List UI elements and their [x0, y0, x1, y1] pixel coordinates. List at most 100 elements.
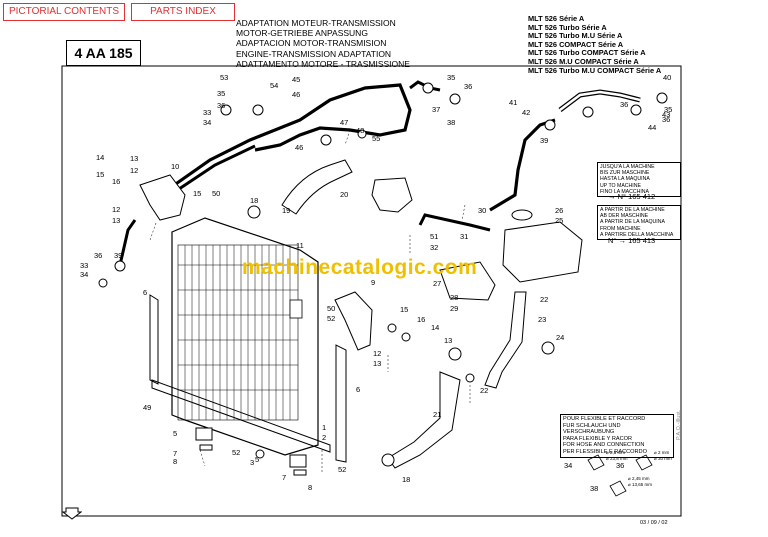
callout-number: 31 [460, 232, 468, 241]
title-de: MOTOR-GETRIEBE ANPASSUNG [236, 28, 368, 39]
callout-number: 18 [250, 196, 258, 205]
callout-number: 54 [270, 81, 278, 90]
callout-number: 7 [173, 449, 177, 458]
bracket [139, 174, 186, 221]
frame-bars [149, 294, 347, 463]
next-page-arrow-icon[interactable] [62, 506, 82, 520]
model-item: MLT 526 Turbo M.U COMPACT Série A [528, 65, 662, 75]
illustration-credit: P.A.O.-Illust. [676, 409, 682, 440]
callout-number: 33 [203, 108, 211, 117]
callout-number: 16 [417, 315, 425, 324]
radiator [171, 217, 319, 456]
note-line: A PARTIR DE LA MACHINE [600, 207, 665, 213]
callout-number: 33 [80, 261, 88, 270]
leader-lines [149, 129, 471, 472]
title-it: ADATTAMENTO MOTORE - TRASMISSIONE [236, 58, 410, 69]
model-item: MLT 526 Turbo M.U Série A [528, 31, 623, 41]
callout-number: 6 [356, 385, 360, 394]
hose-spec-label: ⌀ 2,5 mm [606, 450, 625, 455]
note-line: A PARTIRE DELLA MACCHINA [600, 231, 674, 238]
note-line: FUR SCHLAUCH UND VERSCHRAUBUNG [563, 422, 621, 436]
callout-number: 36 [620, 100, 628, 109]
tank-cap [511, 209, 533, 221]
serial-number: 165 412 [628, 192, 656, 201]
callout-number: 21 [433, 410, 441, 419]
callout-number: 36 [94, 251, 102, 260]
callout-number: 40 [663, 73, 671, 82]
callout-number: 16 [112, 177, 120, 186]
callout-number: 46 [295, 143, 303, 152]
note-line: PER FLESSIBILE E RACCORDO [563, 448, 647, 455]
print-date: 03 / 09 / 02 [640, 520, 668, 526]
callout-number: 55 [372, 134, 380, 143]
callout-number: 52 [232, 448, 240, 457]
note-line: PARA FLEXIBLE Y RACOR [563, 435, 633, 442]
model-item: MLT 526 Turbo Série A [528, 22, 607, 32]
callout-number: 32 [430, 243, 438, 252]
hose-spec-label: ⌀ 2,45 mm [628, 476, 650, 481]
callout-number: 34 [203, 118, 211, 127]
callout-number: 50 [212, 189, 220, 198]
callout-number: 48 [356, 126, 364, 135]
model-item: MLT 526 Turbo COMPACT Série A [528, 48, 646, 58]
note-line: A PARTIR DE LA MAQUINA [600, 219, 665, 226]
callout-number: 46 [292, 90, 300, 99]
callout-number: 5 [173, 429, 177, 438]
callout-number: 15 [193, 189, 201, 198]
model-item: MLT 526 Série A [528, 14, 585, 23]
hose-spec-icons: ⌀ 2,5 mm⌀ 23,8 mm⌀ 2 mm⌀ 30 mm⌀ 2,45 mm⌀… [587, 450, 672, 497]
callout-number: 2 [322, 433, 326, 442]
note-line: JUSQU'A LA MACHINE [600, 164, 655, 170]
callout-number: 35 [447, 73, 455, 82]
title-en: ENGINE-TRANSMISSION ADAPTATION [236, 48, 392, 59]
callout-number: 15 [96, 170, 104, 179]
model-item: MLT 526 COMPACT Série A [528, 39, 624, 49]
pipe [118, 219, 137, 266]
callout-number: 13 [373, 359, 381, 368]
note-line: FOR HOSE AND CONNECTION [563, 442, 645, 449]
callout-number: 27 [433, 279, 441, 288]
hose-line [169, 83, 412, 190]
callout-number: 24 [556, 333, 564, 342]
callout-number: 52 [338, 465, 346, 474]
hose-spec-label: ⌀ 30 mm [654, 456, 672, 461]
callout-number: 35 [664, 105, 672, 114]
lower-hose [484, 291, 527, 389]
callout-number: 36 [464, 82, 472, 91]
callout-number: 22 [540, 295, 548, 304]
callout-number: 42 [522, 108, 530, 117]
note-line: HASTA LA MAQUINA [600, 176, 650, 183]
pictorial-contents-button[interactable]: PICTORIAL CONTENTS [3, 3, 125, 21]
hose-line [169, 144, 256, 197]
callout-number: 3 [250, 458, 254, 467]
callout-number: 49 [143, 403, 151, 412]
hose-spec-label: ⌀ 2 mm [654, 450, 669, 455]
callout-number: 26 [555, 206, 563, 215]
callout-number: 20 [340, 190, 348, 199]
note-line: FROM MACHINE [600, 225, 641, 232]
callout-number: 18 [402, 475, 410, 484]
note-up-to-machine: JUSQU'A LA MACHINE BIS ZUR MASCHINE HAST… [597, 162, 681, 198]
callout-number: 14 [96, 153, 104, 162]
callout-number: 29 [450, 304, 458, 313]
callout-number: 28 [450, 293, 458, 302]
callout-number: 45 [292, 75, 300, 84]
title-es: ADAPTACION MOTOR-TRANSMISION [236, 38, 387, 49]
callout-number: 41 [509, 98, 517, 107]
title-fr: ADAPTATION MOTEUR-TRANSMISSION [236, 18, 396, 28]
serial-number: 165 413 [628, 236, 656, 245]
parts-index-button[interactable]: PARTS INDEX [131, 3, 235, 21]
pipe [418, 213, 491, 232]
bottom-hose [387, 371, 461, 469]
callout-number: 34 [80, 270, 88, 279]
callout-number: 36 [616, 461, 624, 470]
callout-number: 52 [327, 314, 335, 323]
hose-fittings [98, 82, 668, 467]
callout-number: 11 [296, 241, 304, 250]
callout-number: 8 [308, 483, 312, 492]
hose-connection-note: POUR FLEXIBLE ET RACCORD FUR SCHLAUCH UN… [560, 414, 674, 458]
callout-number: 5 [255, 455, 259, 464]
hose-line [489, 118, 556, 212]
